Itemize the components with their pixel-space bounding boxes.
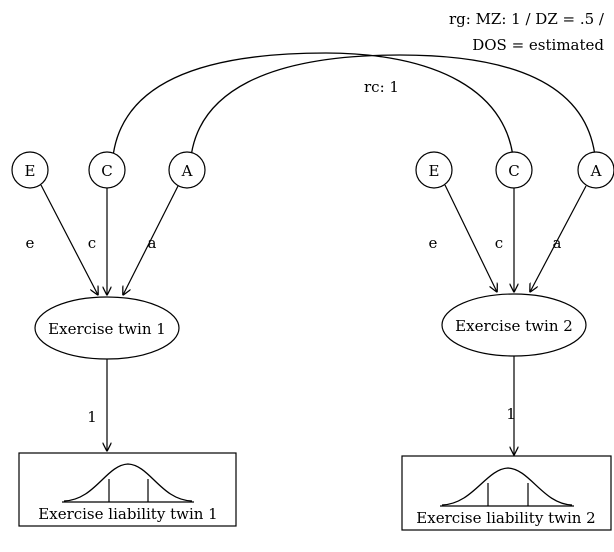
twin1-factor-e-label: E: [25, 162, 36, 180]
twin2-factor-e-node: [415, 151, 453, 189]
twin1-exercise-latent-label: Exercise twin 1: [48, 320, 166, 338]
twin1-normal-distribution-curve: [63, 463, 193, 502]
twin1-liability-box: [18, 452, 237, 527]
twin1-liability-label: Exercise liability twin 1: [38, 505, 217, 523]
twin2-model: E C A e c a Exercise twin 2 1 Exercise l…: [401, 151, 614, 531]
twin1-path-a-arrow: [123, 185, 179, 295]
rg-correlation-curve: [190, 54, 596, 172]
twin2-factor-e-label: E: [429, 162, 440, 180]
twin1-path-a-label: a: [148, 234, 157, 252]
twin1-loading-label: 1: [87, 408, 97, 426]
twin2-path-e-arrow: [444, 184, 497, 292]
twin1-model: E C A e c a Exercise twin 1 1 Exercise l…: [11, 151, 237, 527]
twin1-path-c-label: c: [88, 234, 96, 252]
twin2-factor-c-label: C: [508, 162, 519, 180]
twin1-factor-a-node: [168, 151, 206, 189]
twin1-factor-c-label: C: [101, 162, 112, 180]
twin1-path-e-label: e: [26, 234, 35, 252]
twin2-liability-label: Exercise liability twin 2: [416, 509, 595, 527]
twin2-loading-label: 1: [506, 405, 516, 423]
rg-label-line1: rg: MZ: 1 / DZ = .5 /: [449, 10, 605, 28]
twin2-path-a-arrow: [530, 185, 587, 292]
twin2-factor-a-node: [577, 151, 614, 189]
twin2-path-e-label: e: [429, 234, 438, 252]
rg-label-line2: DOS = estimated: [472, 36, 604, 54]
twin2-path-c-label: c: [495, 234, 503, 252]
twin1-path-e-arrow: [40, 184, 98, 295]
twin1-factor-a-label: A: [181, 162, 193, 180]
twin1-factor-e-node: [11, 151, 49, 189]
twin2-exercise-latent-label: Exercise twin 2: [455, 317, 573, 335]
rc-label: rc: 1: [364, 78, 399, 96]
twin2-normal-distribution-curve: [441, 467, 573, 506]
rc-correlation-curve: [112, 52, 514, 172]
twin2-factor-a-label: A: [590, 162, 602, 180]
twin2-path-a-label: a: [553, 234, 562, 252]
